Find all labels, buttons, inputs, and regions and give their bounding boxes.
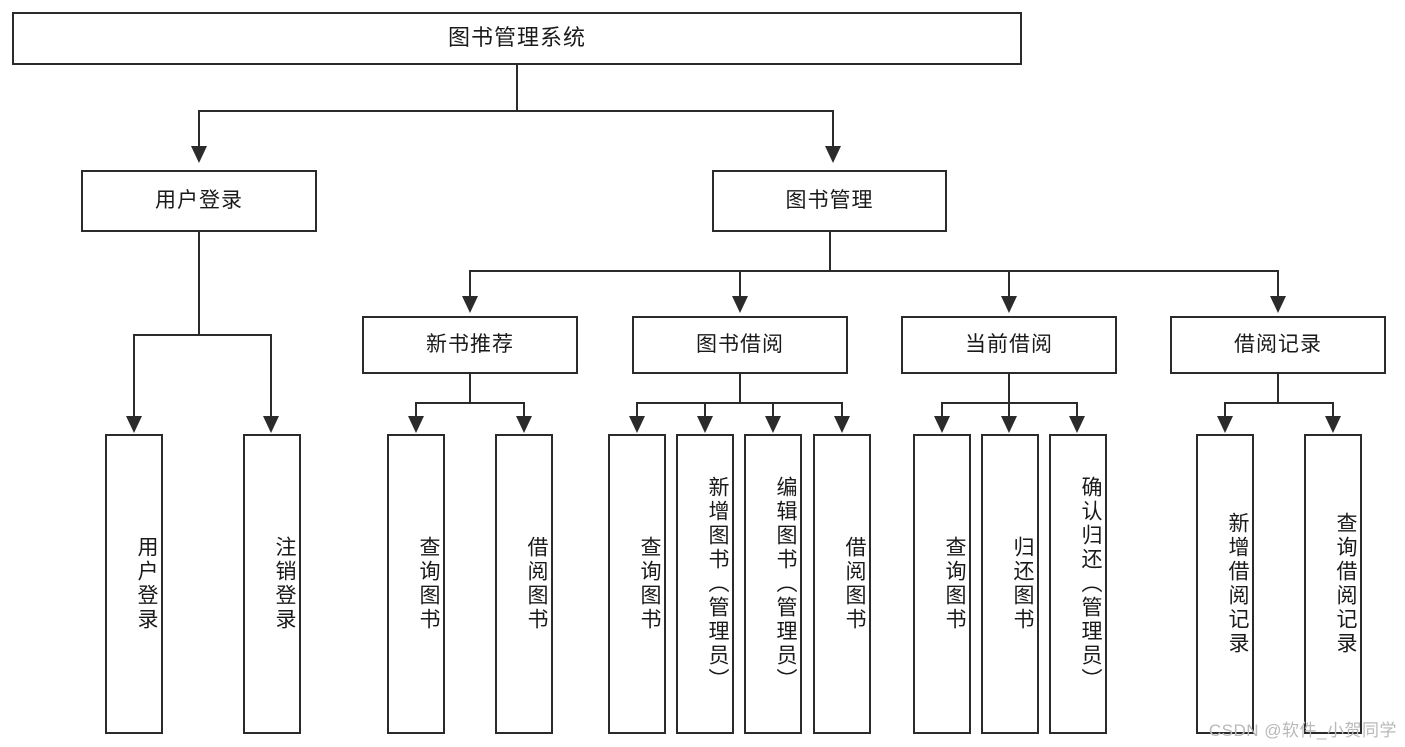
leaf-label: 借阅图书	[843, 536, 866, 632]
edge-borrow-record-bus	[1224, 402, 1334, 404]
arrow-current-borrow-leaf-3	[1069, 416, 1085, 433]
leaf-label: 用户登录	[135, 536, 158, 632]
arrow-to-borrow-record	[1270, 296, 1286, 313]
edge-new-book-stem	[469, 374, 471, 404]
edge-book-borrow-bus	[636, 402, 843, 404]
leaf-borrow-book-recommend[interactable]: 借阅图书	[495, 434, 553, 734]
edge-level3-drop-4	[1277, 270, 1279, 298]
node-user-login[interactable]: 用户登录	[81, 170, 317, 232]
edge-borrow-record-stem	[1277, 374, 1279, 404]
edge-current-borrow-drop-2	[1008, 402, 1010, 418]
arrow-borrow-record-leaf-1	[1217, 416, 1233, 433]
leaf-query-borrow-record[interactable]: 查询借阅记录	[1304, 434, 1362, 734]
leaf-add-borrow-record[interactable]: 新增借阅记录	[1196, 434, 1254, 734]
leaf-label: 新增图书（管理员）	[706, 476, 729, 692]
arrow-current-borrow-leaf-2	[1001, 416, 1017, 433]
arrow-to-current-borrow	[1001, 296, 1017, 313]
arrow-to-leaf-user-login	[126, 416, 142, 433]
edge-borrow-record-drop-1	[1224, 402, 1226, 418]
arrow-book-borrow-leaf-3	[765, 416, 781, 433]
leaf-query-book-recommend[interactable]: 查询图书	[387, 434, 445, 734]
node-borrow-record[interactable]: 借阅记录	[1170, 316, 1386, 374]
edge-user-login-drop-1	[133, 334, 135, 418]
arrow-to-new-book	[462, 296, 478, 313]
edge-user-login-bus	[133, 334, 271, 336]
arrow-borrow-record-leaf-2	[1325, 416, 1341, 433]
node-current-borrow[interactable]: 当前借阅	[901, 316, 1117, 374]
leaf-return-book[interactable]: 归还图书	[981, 434, 1039, 734]
arrow-current-borrow-leaf-1	[934, 416, 950, 433]
leaf-confirm-return-admin[interactable]: 确认归还（管理员）	[1049, 434, 1107, 734]
leaf-add-book-admin[interactable]: 新增图书（管理员）	[676, 434, 734, 734]
edge-book-borrow-drop-1	[636, 402, 638, 418]
arrow-book-borrow-leaf-4	[834, 416, 850, 433]
leaf-borrow-book[interactable]: 借阅图书	[813, 434, 871, 734]
leaf-logout[interactable]: 注销登录	[243, 434, 301, 734]
arrow-book-borrow-leaf-1	[629, 416, 645, 433]
node-new-book-recommend[interactable]: 新书推荐	[362, 316, 578, 374]
leaf-user-login[interactable]: 用户登录	[105, 434, 163, 734]
arrow-new-book-leaf-1	[408, 416, 424, 433]
leaf-label: 新增借阅记录	[1226, 512, 1249, 656]
node-root-system[interactable]: 图书管理系统	[12, 12, 1022, 65]
edge-root-drop-right	[832, 110, 834, 147]
edge-root-stem	[516, 65, 518, 111]
arrow-to-book-manage	[825, 146, 841, 163]
edge-book-manage-stem	[829, 232, 831, 272]
edge-level3-drop-1	[469, 270, 471, 298]
edge-book-borrow-stem	[739, 374, 741, 404]
leaf-label: 归还图书	[1011, 536, 1034, 632]
edge-current-borrow-drop-3	[1076, 402, 1078, 418]
arrow-to-book-borrow	[732, 296, 748, 313]
node-book-borrow[interactable]: 图书借阅	[632, 316, 848, 374]
leaf-label: 查询图书	[417, 536, 440, 632]
edge-current-borrow-stem	[1008, 374, 1010, 404]
leaf-edit-book-admin[interactable]: 编辑图书（管理员）	[744, 434, 802, 734]
arrow-new-book-leaf-2	[516, 416, 532, 433]
edge-current-borrow-drop-1	[941, 402, 943, 418]
leaf-query-book[interactable]: 查询图书	[608, 434, 666, 734]
leaf-label: 查询借阅记录	[1334, 512, 1357, 656]
edge-level3-bus	[469, 270, 1279, 272]
edge-book-borrow-drop-4	[841, 402, 843, 418]
edge-user-login-stem	[198, 232, 200, 335]
leaf-query-book-current[interactable]: 查询图书	[913, 434, 971, 734]
leaf-label: 查询图书	[638, 536, 661, 632]
edge-new-book-bus	[415, 402, 525, 404]
edge-level3-drop-2	[739, 270, 741, 298]
leaf-label: 确认归还（管理员）	[1079, 476, 1102, 692]
arrow-book-borrow-leaf-2	[697, 416, 713, 433]
edge-new-book-drop-2	[523, 402, 525, 418]
edge-borrow-record-drop-2	[1332, 402, 1334, 418]
edge-book-borrow-drop-3	[772, 402, 774, 418]
leaf-label: 注销登录	[273, 536, 296, 632]
edge-book-borrow-drop-2	[704, 402, 706, 418]
arrow-to-user-login	[191, 146, 207, 163]
edge-new-book-drop-1	[415, 402, 417, 418]
edge-root-drop-left	[198, 110, 200, 147]
node-book-manage[interactable]: 图书管理	[712, 170, 947, 232]
leaf-label: 编辑图书（管理员）	[774, 476, 797, 692]
leaf-label: 借阅图书	[525, 536, 548, 632]
edge-root-bus	[198, 110, 834, 112]
edge-user-login-drop-2	[270, 334, 272, 418]
arrow-to-leaf-logout	[263, 416, 279, 433]
edge-level3-drop-3	[1008, 270, 1010, 298]
leaf-label: 查询图书	[943, 536, 966, 632]
